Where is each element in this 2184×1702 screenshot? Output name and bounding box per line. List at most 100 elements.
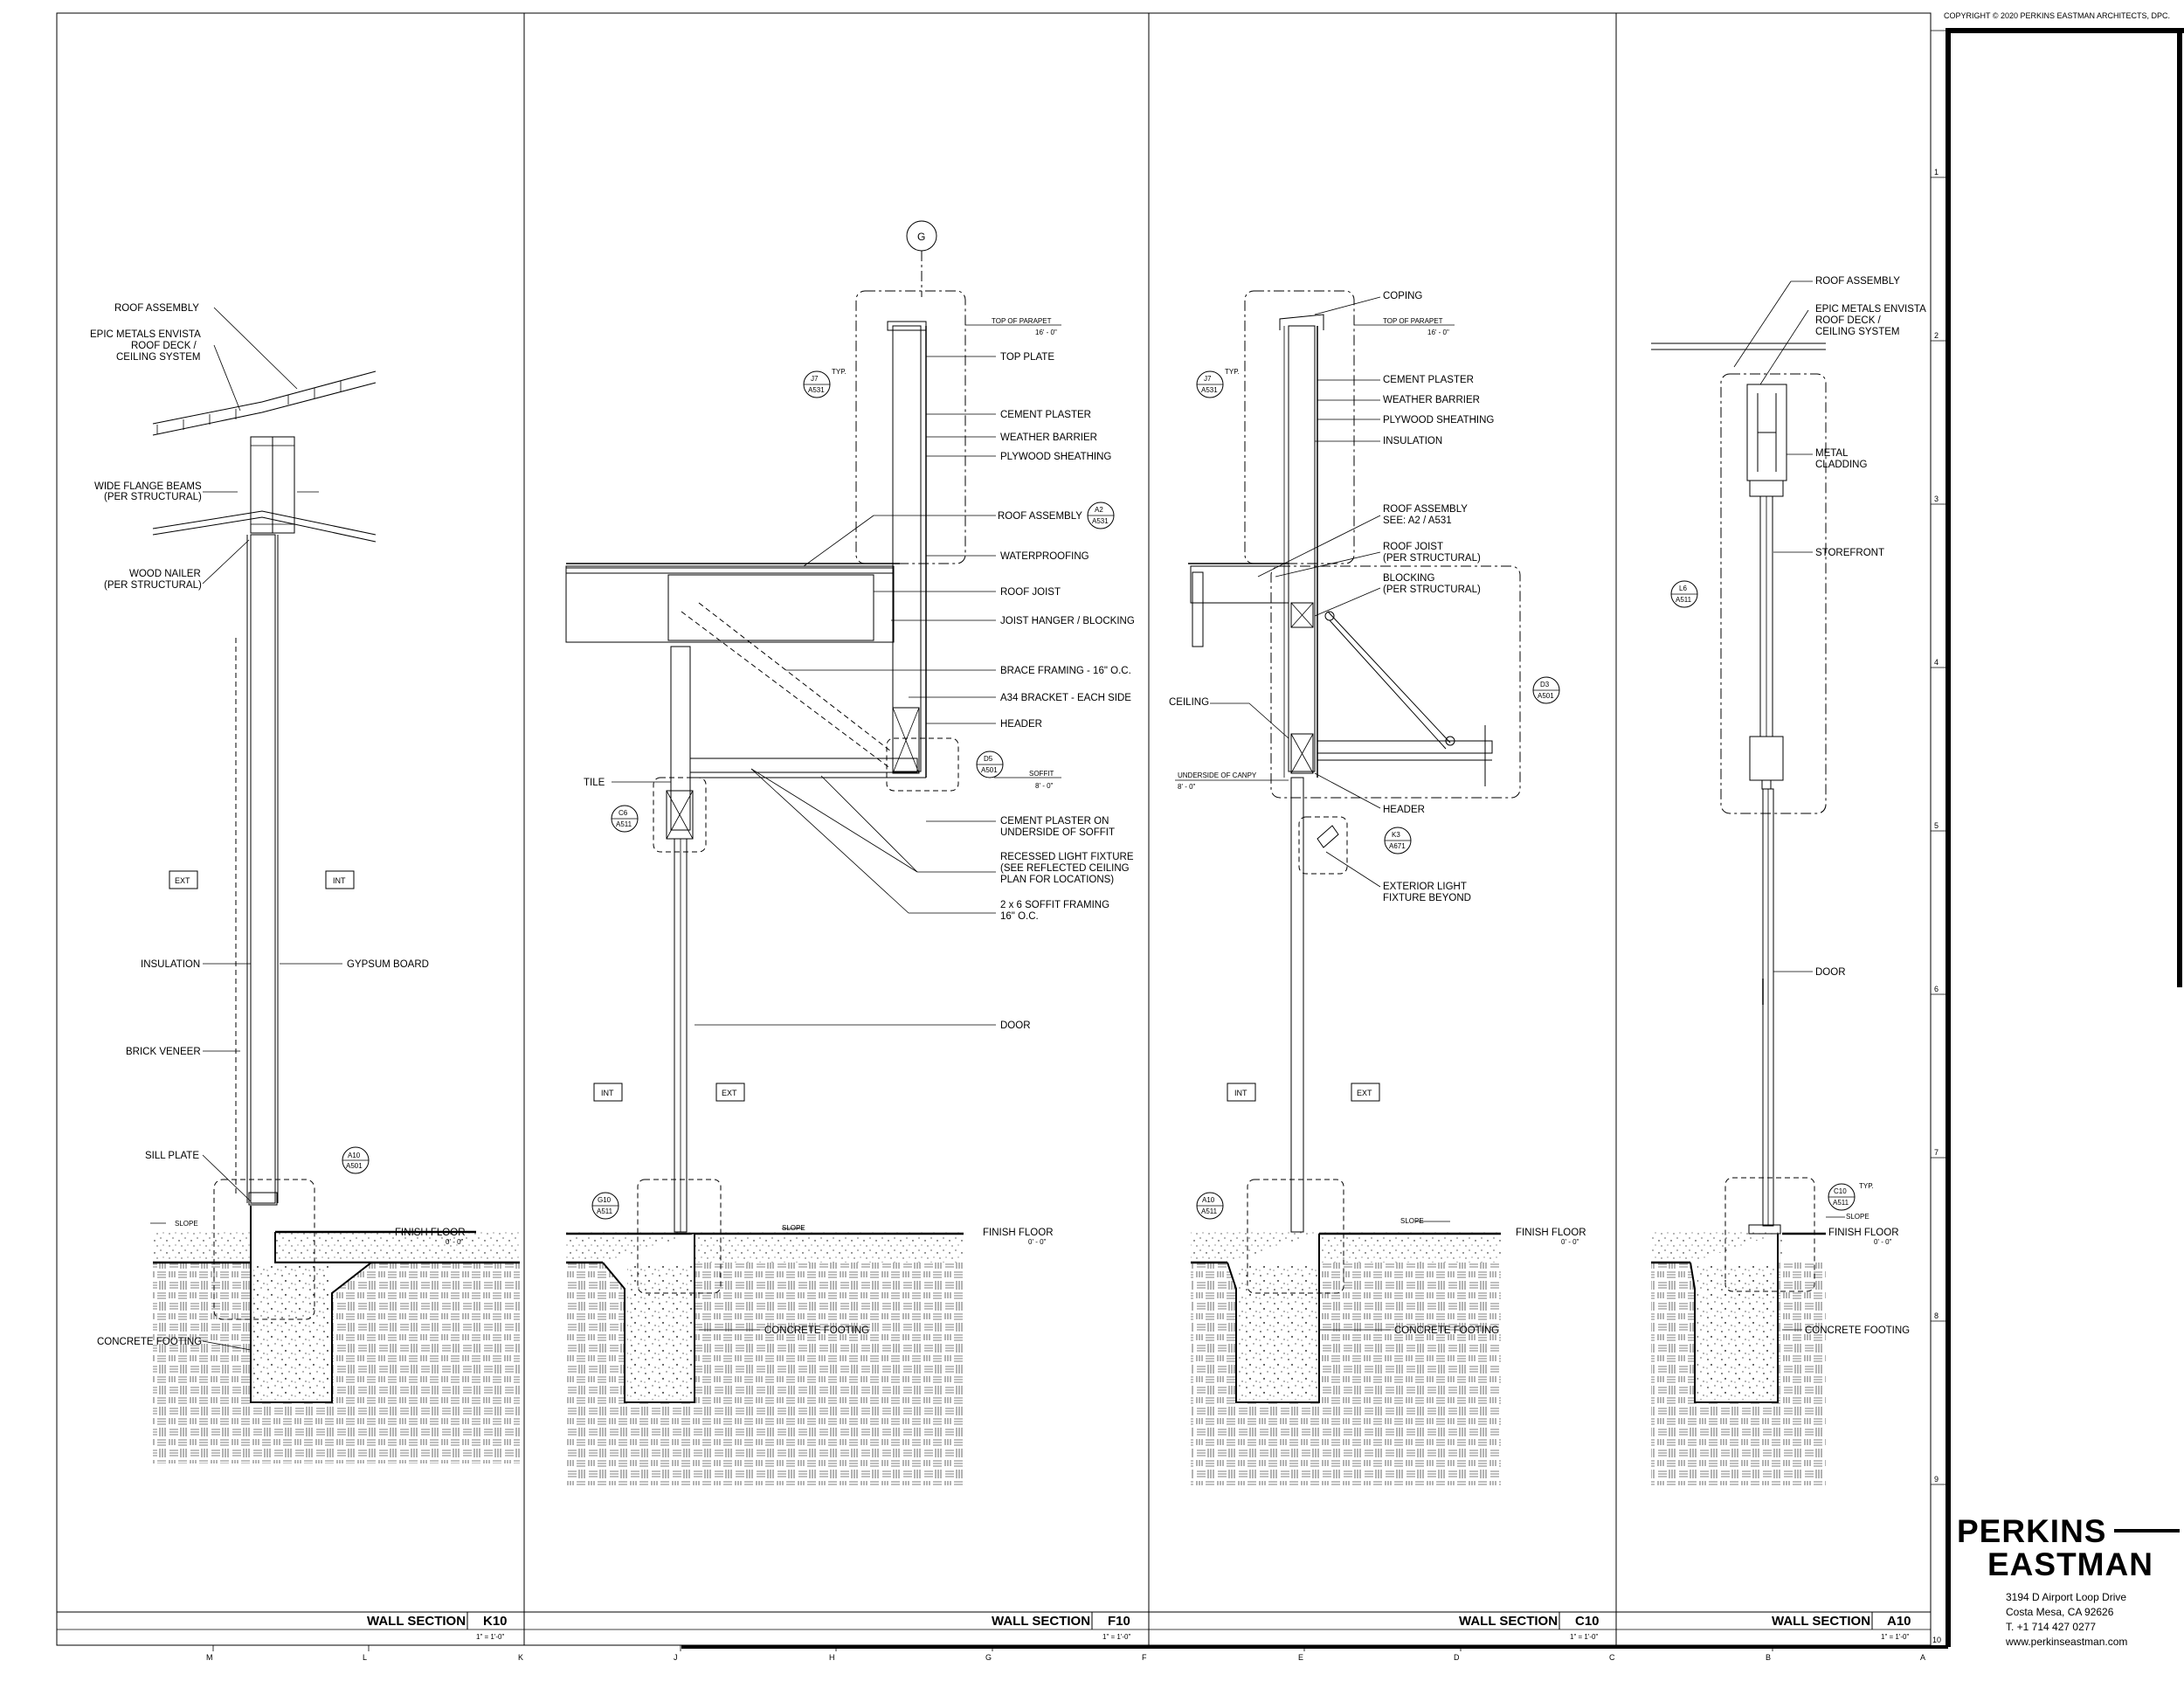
label-finish-floor: FINISH FLOOR <box>983 1228 1054 1238</box>
svg-text:D5: D5 <box>984 755 993 763</box>
label-plywood-sheathing: PLYWOOD SHEATHING <box>1383 415 1494 426</box>
firm-name-line2: EASTMAN <box>1987 1546 2153 1582</box>
label-tile: TILE <box>584 778 605 788</box>
section-title: WALL SECTION <box>992 1614 1090 1629</box>
int-box <box>1227 1083 1256 1102</box>
ext-box <box>169 870 198 889</box>
svg-text:TYP.: TYP. <box>1225 368 1240 376</box>
svg-text:A511: A511 <box>597 1207 613 1215</box>
label-concrete-footing: CONCRETE FOOTING <box>97 1337 202 1347</box>
bottom-grid-labels: M L K J H G F E D C B A <box>206 1653 1925 1662</box>
svg-text:J: J <box>674 1653 678 1662</box>
title-strip-c10: WALL SECTION C10 1" = 1'-0" <box>1459 1612 1600 1641</box>
section-a10-drawing <box>1651 342 1827 1485</box>
title-strip-f10: WALL SECTION F10 1" = 1'-0" <box>992 1612 1130 1641</box>
label-sill-plate: SILL PLATE <box>145 1151 199 1161</box>
label-gypsum-board: GYPSUM BOARD <box>347 959 429 970</box>
section-f10-drawing: G <box>565 220 966 1485</box>
section-number: C10 <box>1575 1614 1600 1629</box>
svg-text:A2: A2 <box>1095 506 1103 514</box>
label-weather-barrier: WEATHER BARRIER <box>1000 432 1097 443</box>
svg-text:Costa Mesa, CA 92626: Costa Mesa, CA 92626 <box>2006 1606 2114 1618</box>
label-storefront: STOREFRONT <box>1815 548 1884 558</box>
svg-text:10: 10 <box>1932 1636 1941 1644</box>
label-blocking: BLOCKING <box>1383 573 1434 584</box>
svg-text:EXT: EXT <box>722 1089 737 1097</box>
svg-text:16' - 0": 16' - 0" <box>1035 329 1057 336</box>
label-finish-floor: FINISH FLOOR <box>1828 1228 1899 1238</box>
label-top-of-parapet: TOP OF PARAPET <box>1383 317 1443 325</box>
svg-text:0' - 0": 0' - 0" <box>1028 1238 1047 1246</box>
label-underside-canopy: UNDERSIDE OF CANPY <box>1178 771 1257 779</box>
title-block-border <box>1946 28 2184 1647</box>
svg-text:0' - 0": 0' - 0" <box>446 1238 464 1246</box>
svg-text:A671: A671 <box>1389 842 1406 850</box>
section-title: WALL SECTION <box>1459 1614 1558 1629</box>
label-ceiling: CEILING <box>1169 697 1209 708</box>
svg-text:A511: A511 <box>1201 1207 1218 1215</box>
section-c10-leaders <box>1175 296 1455 1331</box>
label-concrete-footing: CONCRETE FOOTING <box>764 1325 869 1336</box>
svg-text:(PER STRUCTURAL): (PER STRUCTURAL) <box>104 580 202 591</box>
svg-text:L: L <box>363 1653 367 1662</box>
section-number: F10 <box>1108 1614 1130 1629</box>
section-number: A10 <box>1887 1614 1911 1629</box>
section-c10-labels: COPING TOP OF PARAPET 16' - 0" CEMENT PL… <box>1169 291 1586 1336</box>
label-brace-framing: BRACE FRAMING - 16" O.C. <box>1000 666 1131 676</box>
firm-logo: PERKINS EASTMAN <box>1957 1513 2180 1582</box>
label-slope: SLOPE <box>1846 1213 1870 1221</box>
label-cement-plaster-soffit: CEMENT PLASTER ON <box>1000 816 1109 827</box>
label-concrete-footing: CONCRETE FOOTING <box>1394 1325 1499 1336</box>
svg-text:7: 7 <box>1934 1148 1939 1157</box>
label-joist-hanger: JOIST HANGER / BLOCKING <box>1000 616 1135 626</box>
svg-text:A511: A511 <box>1676 596 1692 604</box>
section-f10-labels: TOP OF PARAPET 16' - 0" TOP PLATE CEMENT… <box>584 317 1135 1336</box>
firm-address: 3194 D Airport Loop Drive Costa Mesa, CA… <box>2005 1591 2127 1648</box>
label-cement-plaster: CEMENT PLASTER <box>1383 375 1474 385</box>
label-plywood-sheathing: PLYWOOD SHEATHING <box>1000 452 1111 462</box>
label-top-plate: TOP PLATE <box>1000 352 1054 363</box>
bottom-grid-ticks <box>212 1645 1773 1651</box>
section-number: K10 <box>483 1614 508 1629</box>
svg-text:5: 5 <box>1934 821 1939 830</box>
section-a10-leaders <box>1733 280 1845 1331</box>
scale-text: 1" = 1'-0" <box>1881 1633 1909 1641</box>
right-grid-labels: 1 2 3 4 5 6 7 8 9 10 <box>1932 168 1941 1644</box>
label-roof-assembly: ROOF ASSEMBLY <box>998 511 1082 522</box>
svg-text:3: 3 <box>1934 495 1939 503</box>
svg-text:C10: C10 <box>1834 1187 1847 1195</box>
svg-text:A511: A511 <box>1833 1199 1849 1207</box>
svg-text:A501: A501 <box>981 766 998 774</box>
label-wide-flange-beams: WIDE FLANGE BEAMS <box>94 481 202 492</box>
svg-text:K3: K3 <box>1392 831 1400 839</box>
int-box <box>593 1083 623 1102</box>
svg-text:E: E <box>1298 1653 1303 1662</box>
svg-text:(PER STRUCTURAL): (PER STRUCTURAL) <box>104 492 202 502</box>
svg-text:INT: INT <box>333 876 346 885</box>
right-grid-ticks <box>1931 176 1948 1485</box>
label-roof-assembly: ROOF ASSEMBLY <box>1383 504 1468 515</box>
svg-text:ROOF DECK /: ROOF DECK / <box>131 341 197 351</box>
svg-text:G10: G10 <box>598 1196 612 1204</box>
copyright-text: COPYRIGHT © 2020 PERKINS EASTMAN ARCHITE… <box>1944 11 2170 20</box>
label-coping: COPING <box>1383 291 1422 301</box>
ext-box <box>1351 1083 1380 1102</box>
svg-text:EXT: EXT <box>1357 1089 1372 1097</box>
scale-text: 1" = 1'-0" <box>1570 1633 1598 1641</box>
svg-text:A531: A531 <box>808 386 825 394</box>
scale-text: 1" = 1'-0" <box>476 1633 504 1641</box>
label-a34-bracket: A34 BRACKET - EACH SIDE <box>1000 693 1131 703</box>
svg-text:D: D <box>1454 1653 1460 1662</box>
svg-text:A501: A501 <box>346 1162 363 1170</box>
svg-text:1: 1 <box>1934 168 1939 176</box>
scale-text: 1" = 1'-0" <box>1102 1633 1130 1641</box>
svg-text:CLADDING: CLADDING <box>1815 460 1867 470</box>
label-finish-floor: FINISH FLOOR <box>395 1228 466 1238</box>
svg-text:C6: C6 <box>619 809 628 817</box>
section-title: WALL SECTION <box>1772 1614 1870 1629</box>
label-roof-assembly: ROOF ASSEMBLY <box>114 303 199 314</box>
label-epic-metals: EPIC METALS ENVISTA <box>1815 304 1926 315</box>
svg-text:16" O.C.: 16" O.C. <box>1000 911 1039 922</box>
section-k10-drawing <box>152 370 520 1463</box>
